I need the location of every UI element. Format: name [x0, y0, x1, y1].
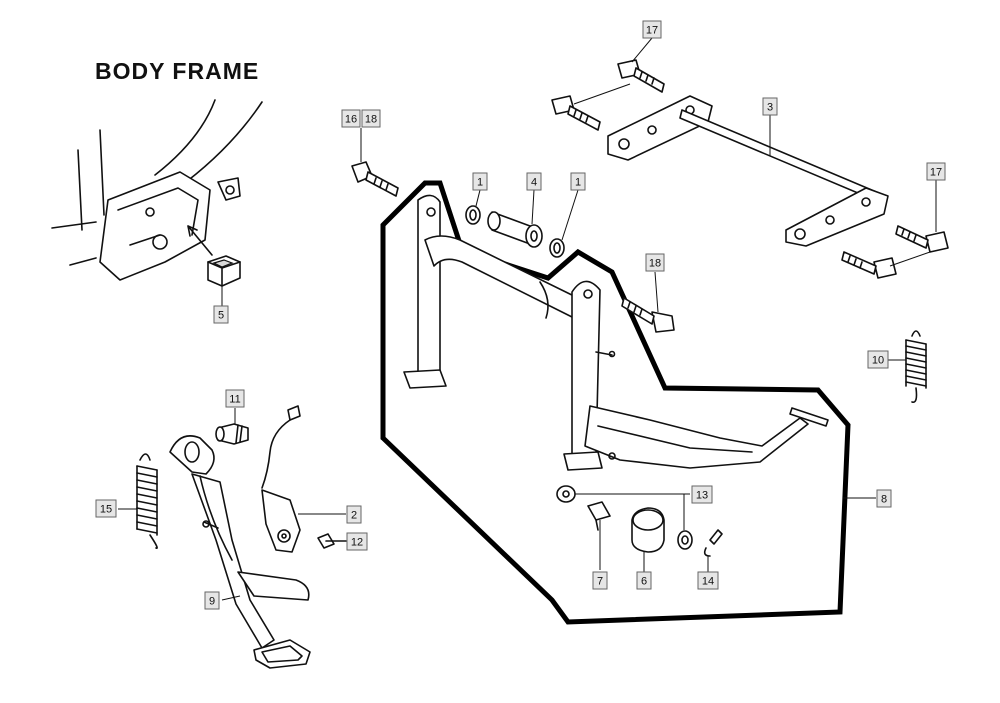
svg-text:6: 6 — [641, 576, 647, 588]
body-frame-inset — [51, 99, 263, 281]
part-17-bolt-right-a — [895, 180, 949, 253]
callout-11: 11 — [225, 389, 245, 408]
callout-14: 14 — [697, 571, 719, 590]
svg-text:9: 9 — [209, 596, 215, 608]
svg-text:8: 8 — [881, 494, 887, 506]
svg-text:16: 16 — [345, 114, 357, 126]
svg-text:7: 7 — [597, 576, 603, 588]
callout-16: 16 — [341, 109, 361, 128]
svg-text:17: 17 — [646, 25, 658, 37]
part-7-pin — [587, 501, 611, 570]
svg-text:18: 18 — [649, 258, 661, 270]
callout-9: 9 — [204, 591, 220, 610]
part-3-bracket-shaft — [607, 95, 889, 247]
part-10-spring — [888, 330, 927, 404]
svg-text:15: 15 — [100, 504, 112, 516]
part-11-bolt — [215, 408, 249, 445]
part-14-cotter-pin — [703, 529, 723, 572]
svg-text:4: 4 — [531, 177, 537, 189]
part-12-bolt — [317, 533, 347, 549]
part-8-main-stand — [403, 194, 829, 471]
part-1-washer-a — [465, 189, 481, 225]
part-5-rubber-block — [207, 255, 241, 306]
callout-3: 3 — [762, 97, 778, 116]
part-16-bolt — [351, 128, 399, 197]
svg-text:1: 1 — [575, 177, 581, 189]
part-4-collar — [487, 189, 543, 248]
callout-5: 5 — [213, 305, 229, 324]
callout-17-top: 17 — [642, 20, 662, 39]
callout-1b: 1 — [570, 172, 586, 191]
callout-17-right: 17 — [926, 162, 946, 181]
callout-6: 6 — [636, 571, 652, 590]
svg-text:5: 5 — [218, 310, 224, 322]
part-17-bolt-top — [617, 37, 665, 93]
callout-4: 4 — [526, 172, 542, 191]
svg-text:1: 1 — [477, 177, 483, 189]
part-13-washer-right — [677, 494, 693, 550]
callout-13: 13 — [691, 485, 713, 504]
part-18-bolt — [621, 271, 675, 333]
part-2-side-stand-switch — [261, 405, 346, 553]
part-1-washer-b — [549, 189, 579, 258]
callout-15: 15 — [95, 499, 117, 518]
part-17-bolt-right-b — [841, 251, 931, 279]
svg-text:12: 12 — [351, 537, 363, 549]
callout-18-middle: 18 — [645, 253, 665, 272]
svg-text:13: 13 — [696, 490, 708, 502]
callout-12: 12 — [346, 532, 368, 551]
svg-text:14: 14 — [702, 576, 714, 588]
callout-8: 8 — [876, 489, 892, 508]
svg-text:3: 3 — [767, 102, 773, 114]
callout-18-top: 18 — [361, 109, 381, 128]
part-15-spring — [118, 453, 158, 550]
callout-2: 2 — [346, 505, 362, 524]
svg-text:11: 11 — [229, 394, 240, 406]
svg-text:17: 17 — [930, 167, 942, 179]
part-9-side-stand — [169, 435, 311, 669]
svg-text:2: 2 — [351, 510, 357, 522]
diagram-title: BODY FRAME — [95, 58, 260, 84]
callout-10: 10 — [867, 350, 889, 369]
svg-text:10: 10 — [872, 355, 884, 367]
part-17-bolt-second — [551, 83, 631, 131]
part-13-washer-left — [556, 485, 690, 503]
callout-7: 7 — [592, 571, 608, 590]
callout-1a: 1 — [472, 172, 488, 191]
part-6-rubber-stopper — [631, 507, 665, 572]
svg-text:18: 18 — [365, 114, 377, 126]
